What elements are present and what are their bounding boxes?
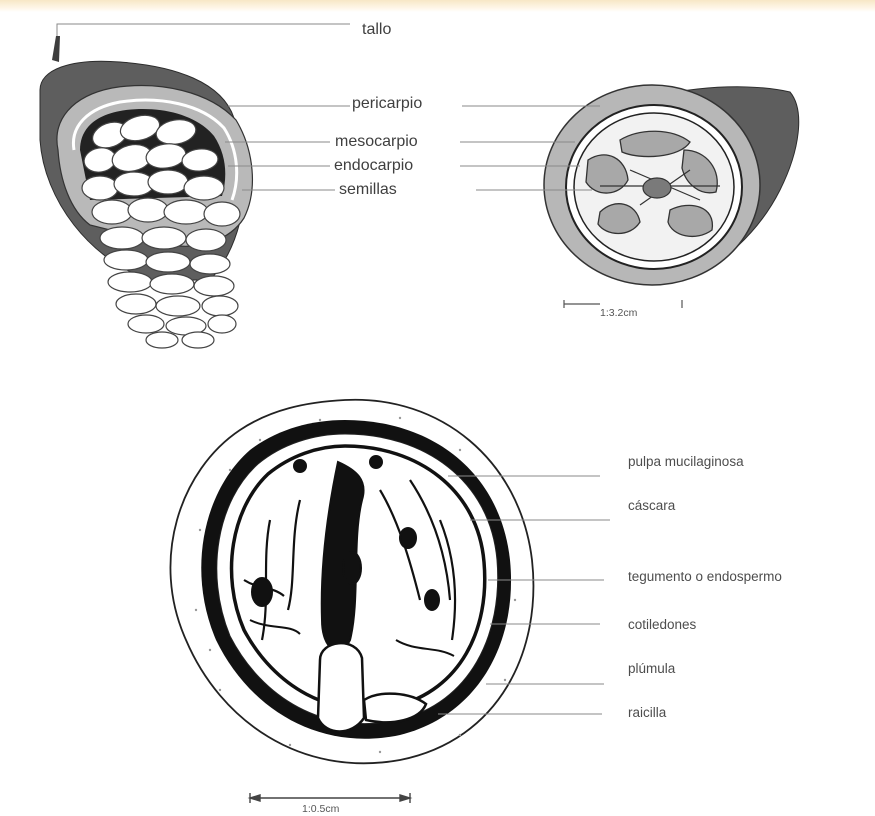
radicle	[318, 643, 364, 731]
scale-bar-bottom	[250, 793, 410, 803]
label-plumula: plúmula	[628, 662, 675, 676]
label-cascara: cáscara	[628, 499, 675, 513]
bean-cross-section-illustration	[170, 400, 533, 764]
label-cotiledones: cotiledones	[628, 618, 696, 632]
label-pericarpio: pericarpio	[352, 96, 422, 112]
label-scale-bottom: 1:0.5cm	[302, 804, 339, 815]
label-tallo: tallo	[362, 22, 391, 38]
stem-shape	[52, 36, 60, 62]
label-endocarpio: endocarpio	[334, 158, 413, 174]
label-mesocarpio: mesocarpio	[335, 134, 418, 150]
pod-longitudinal-illustration	[40, 36, 252, 348]
label-scale-top: 1:3.2cm	[600, 308, 637, 319]
pod-cross-section-illustration	[544, 85, 799, 285]
label-pulpa-mucilaginosa: pulpa mucilaginosa	[628, 455, 744, 469]
label-semillas: semillas	[339, 182, 397, 198]
label-raicilla: raicilla	[628, 706, 666, 720]
label-tegumento: tegumento o endospermo	[628, 570, 782, 584]
